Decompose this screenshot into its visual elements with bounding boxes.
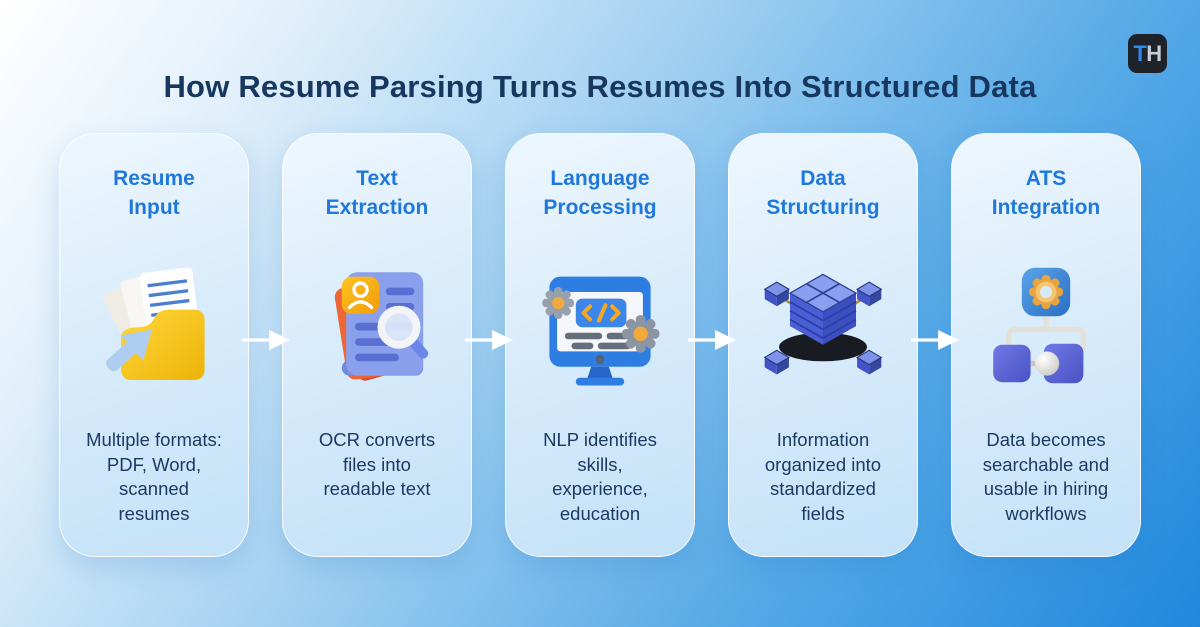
- step-card-language-processing: Language Processing: [505, 133, 695, 557]
- step-description: OCR converts files into readable text: [318, 429, 436, 499]
- arrow-cell: [464, 133, 513, 557]
- logo-letter-h: H: [1146, 40, 1162, 66]
- database-network-icon: [757, 222, 889, 428]
- code-monitor-icon: [534, 222, 666, 428]
- step-description: Information organized into standardized …: [764, 429, 882, 524]
- step-description: NLP identifies skills, experience, educa…: [543, 429, 657, 524]
- gear-workflow-icon: [980, 222, 1112, 428]
- step-card-resume-input: Resume Input: [59, 133, 249, 557]
- step-title: Resume Input: [113, 167, 195, 219]
- page-title: How Resume Parsing Turns Resumes Into St…: [163, 69, 1037, 104]
- flow-arrow-icon: [464, 330, 513, 350]
- arrow-cell: [241, 133, 290, 557]
- step-title: ATS Integration: [991, 167, 1101, 219]
- folder-upload-icon: [88, 222, 220, 428]
- logo-letter-t: T: [1133, 40, 1147, 66]
- step-title: Text Extraction: [325, 167, 429, 219]
- step-card-ats-integration: ATS Integration: [951, 133, 1141, 557]
- document-scan-icon: [311, 222, 443, 428]
- step-title: Data Structuring: [766, 167, 880, 219]
- step-card-text-extraction: Text Extraction: [282, 133, 472, 557]
- step-card-data-structuring: Data Structuring: [728, 133, 918, 557]
- step-description: Multiple formats: PDF, Word, scanned res…: [86, 429, 222, 524]
- arrow-cell: [687, 133, 736, 557]
- process-flow: Resume Input: [59, 133, 1141, 557]
- arrow-cell: [910, 133, 959, 557]
- flow-arrow-icon: [687, 330, 736, 350]
- step-title: Language Processing: [543, 167, 657, 219]
- step-description: Data becomes searchable and usable in hi…: [982, 429, 1110, 524]
- flow-arrow-icon: [241, 330, 290, 350]
- flow-arrow-icon: [910, 330, 959, 350]
